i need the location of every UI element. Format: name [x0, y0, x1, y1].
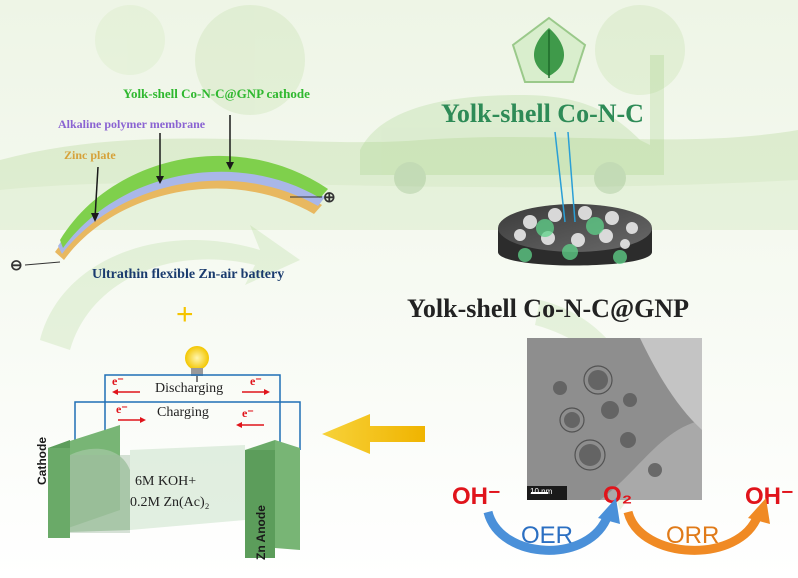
reactant-o2: O₂ [603, 482, 633, 509]
discharging-label: Discharging [155, 381, 224, 396]
orr-arrow [623, 510, 763, 555]
composite-title: Yolk-shell Co-N-C@GNP [407, 294, 690, 323]
background-car [360, 55, 664, 194]
cathode-layer-label: Yolk-shell Co-N-C@GNP cathode [123, 86, 310, 101]
reactant-oh-left: OH⁻ [452, 483, 501, 510]
oer-arrow [483, 510, 613, 555]
electrolyte-line-2: 0.2M Zn(Ac)₂ [130, 495, 210, 510]
scale-bar-label: 10 nm [530, 487, 553, 496]
cathode-layer [60, 155, 328, 248]
zinc-plate-label: Zinc plate [64, 148, 116, 162]
minus-terminal: ⊖ [10, 258, 23, 274]
catalyst-disk [498, 131, 652, 266]
orr-label: ORR [666, 522, 720, 549]
process-arrow [322, 414, 425, 454]
light-bulb-icon [185, 346, 209, 382]
electron-label: e⁻ [112, 374, 124, 388]
flexible-battery [24, 115, 328, 266]
plus-sign: + [176, 298, 194, 331]
membrane-layer-label: Alkaline polymer membrane [58, 117, 206, 131]
leaf-icon [511, 16, 587, 83]
tem-micrograph [527, 338, 702, 500]
battery-caption: Ultrathin flexible Zn-air battery [92, 267, 285, 282]
plus-terminal: ⊕ [323, 190, 336, 206]
catalyst-title: Yolk-shell Co-N-C [441, 99, 644, 128]
battery-cell [48, 425, 300, 558]
electron-label: e⁻ [116, 402, 128, 416]
oer-label: OER [521, 522, 574, 549]
electrolyte-line-1: 6M KOH+ [135, 474, 197, 489]
cell-circuit [74, 374, 301, 450]
electron-label: e⁻ [242, 406, 254, 420]
charging-label: Charging [157, 405, 209, 420]
reactant-oh-right: OH⁻ [745, 483, 794, 510]
electron-label: e⁻ [250, 374, 262, 388]
